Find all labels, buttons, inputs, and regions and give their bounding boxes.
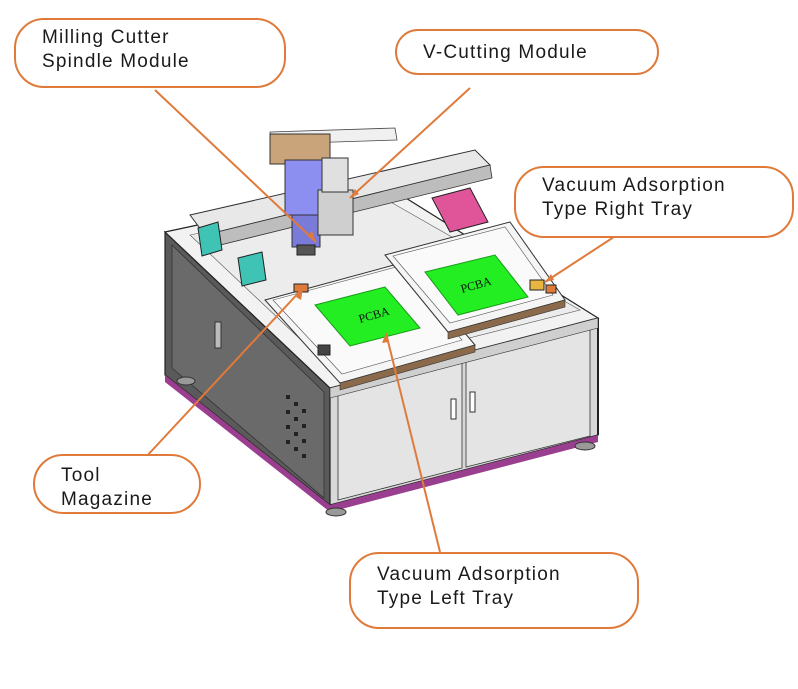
- leader-lines: [144, 87, 621, 553]
- spindle-head: [269, 133, 354, 256]
- orange-fittings: [293, 279, 557, 356]
- callout-left-tray-line2: Type Left Tray: [377, 588, 515, 609]
- pcba-left-board: [314, 286, 421, 347]
- pcba-right-board: [424, 254, 529, 316]
- callout-right-tray-line1: Vacuum Adsorption: [542, 175, 726, 196]
- machine-base: [165, 375, 598, 517]
- leader-vcut: [349, 87, 471, 199]
- leader-left-tray: [385, 332, 441, 553]
- callout-tool-magazine: Tool Magazine: [33, 454, 201, 514]
- leader-tool-magazine: [144, 287, 304, 459]
- callout-right-tray-line2: Type Right Tray: [542, 199, 694, 220]
- callout-left-tray-line1: Vacuum Adsorption: [377, 564, 561, 585]
- teal-blocks: [197, 221, 267, 287]
- leader-right-tray: [544, 232, 621, 283]
- leader-milling: [154, 89, 317, 243]
- callout-tool-line1: Tool: [61, 465, 101, 486]
- arrow-vcut: [350, 189, 359, 198]
- callout-vcut-line1: V-Cutting Module: [423, 42, 588, 63]
- callout-left-tray: Vacuum Adsorption Type Left Tray: [349, 552, 639, 629]
- callout-right-tray: Vacuum Adsorption Type Right Tray: [514, 166, 794, 238]
- arrow-right-tray: [545, 274, 554, 282]
- callout-milling-line2: Spindle Module: [42, 51, 190, 72]
- callout-tool-line2: Magazine: [61, 489, 153, 510]
- callout-milling-cutter-spindle: Milling Cutter Spindle Module: [14, 18, 286, 88]
- arrow-left-tray: [382, 333, 389, 343]
- pink-module: [431, 187, 489, 233]
- arrow-tool-magazine: [296, 288, 303, 300]
- callout-milling-line1: Milling Cutter: [42, 27, 170, 48]
- callout-v-cutting-module: V-Cutting Module: [395, 29, 659, 75]
- arrow-milling: [307, 231, 316, 242]
- leader-arrowheads: [296, 189, 554, 343]
